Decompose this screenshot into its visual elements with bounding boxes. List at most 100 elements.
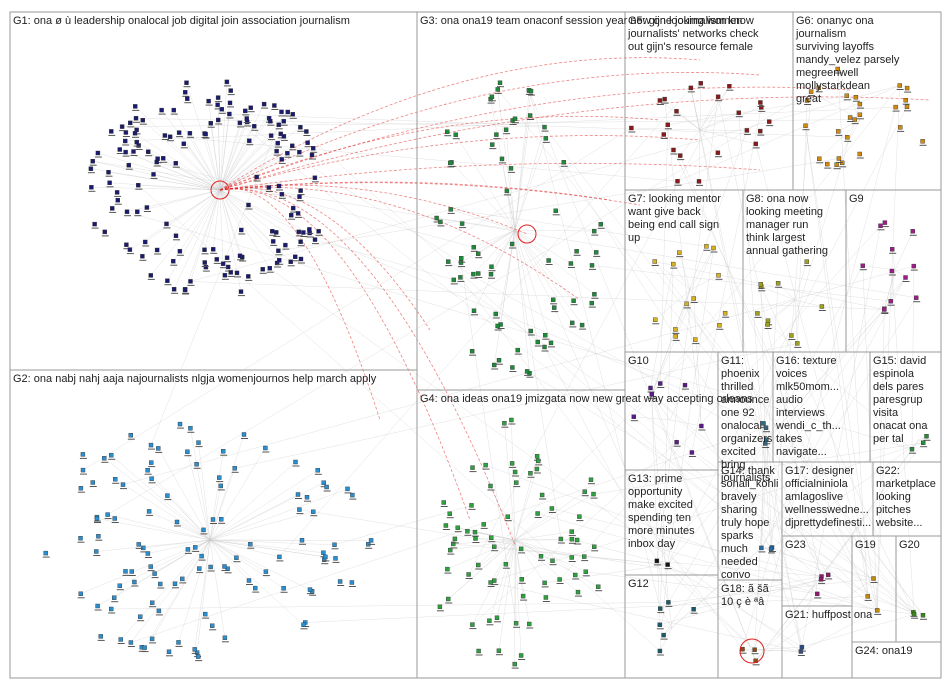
edge: [514, 539, 522, 656]
node: [281, 134, 287, 139]
edge: [514, 229, 555, 308]
node: [665, 122, 670, 128]
edge: [221, 109, 773, 548]
node: [215, 102, 220, 108]
edge: [794, 261, 808, 301]
edge: [436, 217, 516, 231]
red-edge: [219, 186, 581, 301]
edge: [633, 416, 822, 580]
node: [481, 522, 486, 527]
node: [678, 153, 683, 158]
node: [574, 249, 579, 254]
node: [658, 606, 663, 611]
edge: [219, 102, 231, 191]
group-label-g4: G4: ona ideas ona19 jmizgata now new gre…: [420, 393, 753, 405]
node: [288, 259, 293, 264]
edge: [664, 99, 702, 427]
edge: [506, 190, 516, 231]
node: [301, 230, 306, 235]
node: [185, 96, 190, 101]
node: [577, 514, 582, 519]
node: [493, 311, 498, 317]
red-edge: [219, 72, 761, 191]
node: [122, 138, 128, 144]
edge: [135, 106, 221, 191]
node: [452, 536, 458, 542]
node: [520, 593, 526, 599]
edge: [219, 81, 228, 191]
group-label-g2: G2: ona nabj nahj aaja najournalists nlg…: [13, 373, 377, 385]
edge: [453, 543, 668, 565]
edge: [667, 247, 714, 565]
node: [795, 341, 800, 346]
node: [684, 301, 689, 307]
node: [546, 258, 551, 263]
edge: [219, 189, 301, 242]
node: [699, 423, 704, 429]
node: [152, 571, 157, 576]
edge: [767, 299, 796, 325]
node: [799, 644, 805, 650]
edge: [668, 578, 874, 603]
node: [445, 566, 450, 572]
edge: [453, 539, 516, 545]
edge: [135, 118, 545, 128]
edge: [97, 152, 221, 191]
node: [592, 544, 597, 549]
edge: [111, 455, 211, 541]
node: [248, 542, 253, 547]
node: [893, 104, 898, 110]
node: [487, 618, 492, 623]
node: [309, 152, 315, 158]
edge: [654, 261, 924, 616]
edge: [138, 184, 221, 191]
edge: [689, 275, 719, 291]
node: [765, 318, 771, 323]
node: [471, 271, 476, 277]
node: [166, 649, 172, 654]
node: [159, 107, 164, 113]
node: [914, 295, 919, 300]
node: [715, 94, 721, 99]
node: [267, 266, 272, 271]
node: [488, 272, 494, 277]
node: [542, 344, 547, 350]
node: [548, 340, 554, 346]
node: [148, 564, 153, 569]
node: [569, 529, 574, 534]
node: [717, 323, 722, 328]
node: [857, 112, 863, 118]
node: [349, 580, 355, 585]
node: [910, 229, 915, 234]
node: [583, 569, 588, 574]
node: [674, 109, 679, 114]
node: [470, 622, 475, 627]
edge: [699, 129, 719, 153]
node: [109, 129, 114, 134]
node: [222, 273, 228, 278]
edge: [219, 189, 310, 234]
edge: [209, 539, 250, 581]
node: [203, 264, 209, 270]
node: [126, 162, 132, 168]
node: [652, 259, 657, 264]
edge: [219, 150, 277, 191]
edge: [209, 470, 318, 541]
edge: [472, 442, 677, 625]
edge: [765, 443, 915, 615]
node: [759, 105, 764, 110]
node: [215, 117, 221, 123]
node: [662, 96, 667, 102]
node: [495, 87, 500, 92]
node: [297, 149, 302, 155]
node: [515, 347, 520, 353]
node: [311, 146, 316, 151]
node: [215, 95, 221, 100]
edge: [493, 229, 516, 366]
node: [446, 259, 451, 264]
edge: [137, 189, 221, 212]
node: [496, 358, 502, 363]
node: [492, 544, 497, 549]
edge: [473, 229, 516, 248]
